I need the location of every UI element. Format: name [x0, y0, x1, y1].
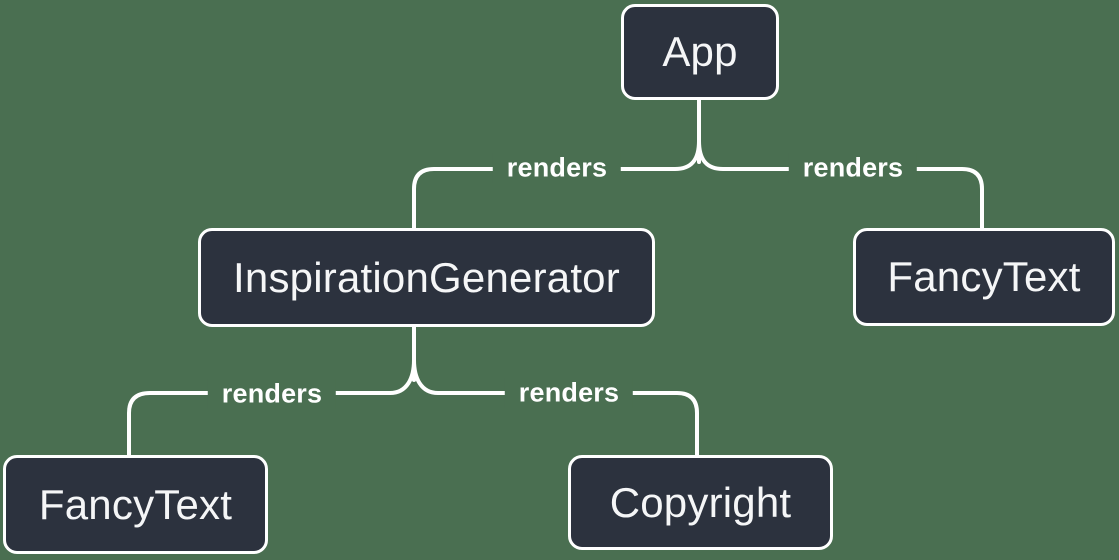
- edge-label-inspiration-generator-copyright: renders: [504, 377, 634, 409]
- node-fancy-text-bottom-left-label: FancyText: [38, 480, 233, 528]
- node-inspiration-generator-label: InspirationGenerator: [233, 253, 620, 301]
- node-copyright-label: Copyright: [609, 478, 792, 526]
- connector-app-to-inspiration-generator: [412, 139, 701, 232]
- node-copyright: Copyright: [568, 455, 833, 550]
- edge-label-app-inspiration-generator: renders: [492, 152, 622, 184]
- connector-app-to-fancy-text: [697, 139, 984, 232]
- node-fancy-text-top-right-label: FancyText: [887, 253, 1081, 300]
- edge-label-inspiration-generator-fancy-text: renders: [207, 378, 337, 410]
- node-inspiration-generator: InspirationGenerator: [198, 228, 655, 327]
- connector-inspiration-generator-to-fancy-text: [127, 358, 416, 459]
- node-fancy-text-bottom-left: FancyText: [3, 455, 268, 554]
- node-app-label: App: [662, 28, 738, 75]
- connector-inspiration-generator-to-copyright: [412, 358, 699, 459]
- edge-label-app-fancy-text: renders: [788, 152, 918, 184]
- node-fancy-text-top-right: FancyText: [853, 228, 1115, 326]
- node-app: App: [621, 4, 779, 100]
